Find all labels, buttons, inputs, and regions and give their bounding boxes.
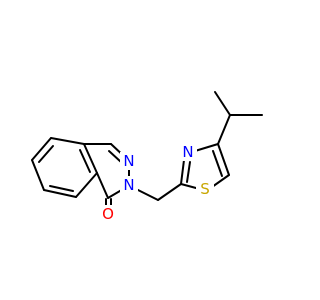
bond-c4-n3-double [108, 150, 122, 163]
bond-ch2-c2-thiazole [157, 183, 182, 201]
atom-labels: N N O N S [99, 143, 214, 223]
methylene-linker [133, 183, 182, 201]
atom-n2-label: N [123, 176, 134, 194]
atom-s-thiazole-label: S [200, 180, 210, 198]
bond-benzo-5 [83, 143, 98, 174]
bond-benzo-1 [31, 137, 52, 161]
bond-benzo-2 [31, 159, 45, 191]
bond-thz-c2-n3 [180, 159, 185, 185]
bond-c1-c8a [96, 172, 109, 199]
benzo-ring [31, 137, 98, 198]
bond-benzo-inner-2 [49, 185, 74, 192]
bond-benzo-inner-3 [79, 149, 91, 173]
bond-thz-c4-c5 [217, 143, 230, 176]
bond-thz-c4-c5-double [212, 150, 223, 177]
bond-benzo-3 [43, 189, 77, 198]
bond-benzo-inner-1 [38, 145, 54, 163]
molecule-diagram: N N O N S [31, 91, 263, 223]
atom-o-label: O [102, 205, 114, 223]
atom-n3-label: N [123, 152, 134, 170]
bond-thz-c2-n3-double [186, 161, 191, 183]
atom-n-thiazole-label: N [182, 143, 193, 161]
bond-thz-c5-s1 [211, 174, 230, 188]
bond-thz-s1-c2 [180, 183, 197, 189]
bond-thz-n3-c4 [194, 143, 219, 152]
thiazole-ring [180, 143, 230, 189]
bond-ch-ch3-a [214, 91, 231, 116]
isopropyl-group [214, 91, 263, 145]
bond-c4-ch [217, 114, 231, 145]
bond-benzo-4 [75, 172, 98, 198]
bond-benzo-6 [50, 137, 85, 145]
